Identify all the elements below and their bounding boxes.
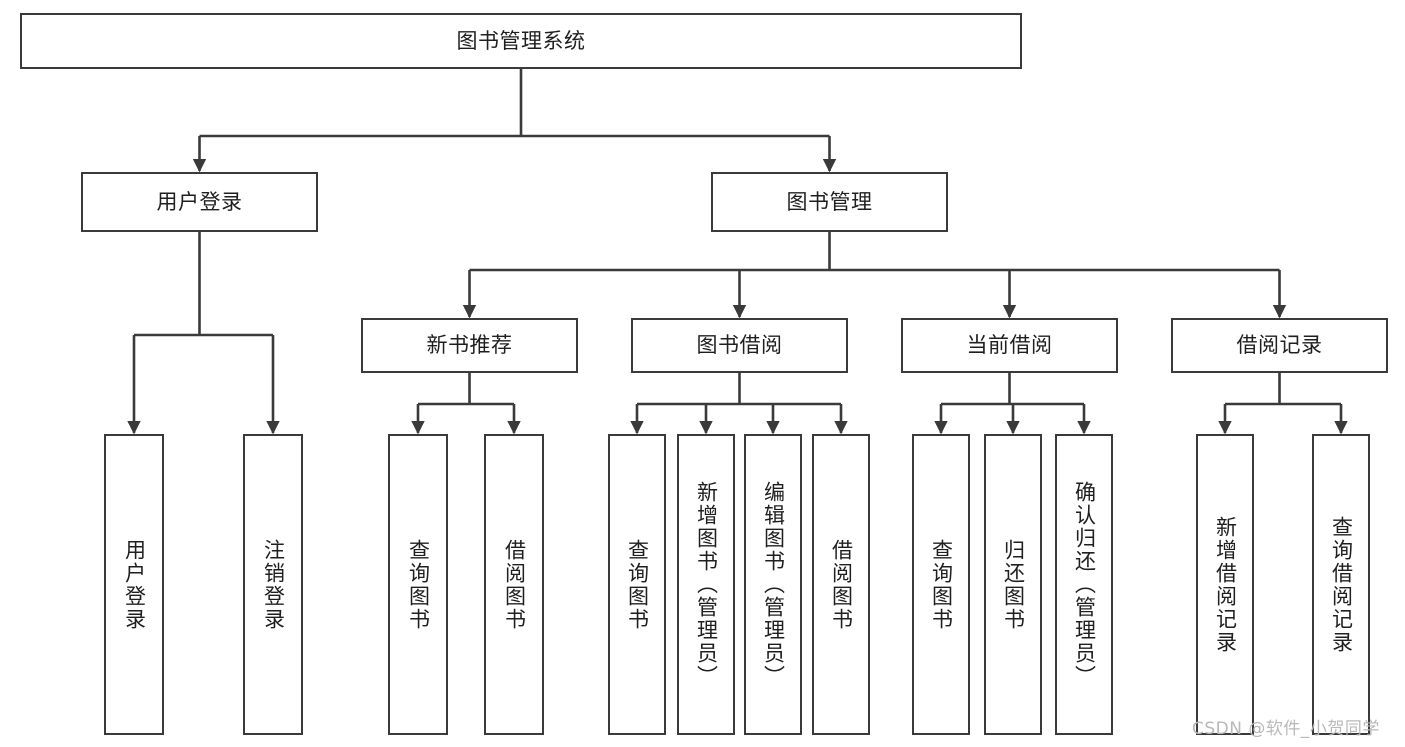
node-label-borrow-record: 借阅记录: [1236, 333, 1323, 358]
node-label-rec-query-record: 查询借阅记录: [1329, 515, 1354, 654]
node-borrow-edit-book[interactable]: 编辑图书（管理员）: [744, 434, 802, 735]
node-label-cur-return-book: 归还图书: [1001, 538, 1026, 631]
node-rec-query-book[interactable]: 查询图书: [388, 434, 448, 735]
node-label-user-login: 用户登录: [156, 189, 243, 214]
node-user-login[interactable]: 用户登录: [81, 172, 318, 232]
node-label-cur-confirm-return: 确认归还（管理员）: [1072, 481, 1097, 688]
node-borrow-record[interactable]: 借阅记录: [1171, 318, 1388, 373]
node-cur-return-book[interactable]: 归还图书: [984, 434, 1042, 735]
node-current-borrow[interactable]: 当前借阅: [901, 318, 1118, 373]
node-label-borrow-lend-book: 借阅图书: [829, 538, 854, 631]
node-borrow-query-book[interactable]: 查询图书: [608, 434, 666, 735]
node-label-user-login-do: 用户登录: [122, 538, 147, 631]
node-book-borrow[interactable]: 图书借阅: [631, 318, 848, 373]
node-label-borrow-add-book: 新增图书（管理员）: [694, 481, 719, 688]
node-book-manage[interactable]: 图书管理: [711, 172, 948, 232]
node-label-borrow-edit-book: 编辑图书（管理员）: [761, 481, 786, 688]
node-label-cur-query-book: 查询图书: [929, 538, 954, 631]
node-label-book-manage: 图书管理: [786, 189, 873, 214]
node-borrow-lend-book[interactable]: 借阅图书: [812, 434, 870, 735]
node-rec-borrow-book[interactable]: 借阅图书: [484, 434, 544, 735]
node-label-new-book-rec: 新书推荐: [426, 333, 513, 358]
node-label-rec-borrow-book: 借阅图书: [502, 538, 527, 631]
node-rec-query-record[interactable]: 查询借阅记录: [1312, 434, 1370, 735]
node-user-logout[interactable]: 注销登录: [243, 434, 303, 735]
node-label-rec-query-book: 查询图书: [406, 538, 431, 631]
node-new-book-rec[interactable]: 新书推荐: [361, 318, 578, 373]
node-root[interactable]: 图书管理系统: [20, 13, 1022, 69]
node-label-book-borrow: 图书借阅: [696, 333, 783, 358]
node-label-root: 图书管理系统: [456, 28, 586, 53]
node-user-login-do[interactable]: 用户登录: [104, 434, 164, 735]
node-rec-add-record[interactable]: 新增借阅记录: [1196, 434, 1254, 735]
node-cur-query-book[interactable]: 查询图书: [912, 434, 970, 735]
csdn-watermark: CSDN @软件_小贺同学: [1192, 719, 1380, 739]
node-cur-confirm-return[interactable]: 确认归还（管理员）: [1055, 434, 1113, 735]
node-label-current-borrow: 当前借阅: [966, 333, 1053, 358]
node-label-rec-add-record: 新增借阅记录: [1213, 515, 1238, 654]
node-label-borrow-query-book: 查询图书: [625, 538, 650, 631]
node-borrow-add-book[interactable]: 新增图书（管理员）: [677, 434, 735, 735]
node-label-user-logout: 注销登录: [261, 538, 286, 631]
